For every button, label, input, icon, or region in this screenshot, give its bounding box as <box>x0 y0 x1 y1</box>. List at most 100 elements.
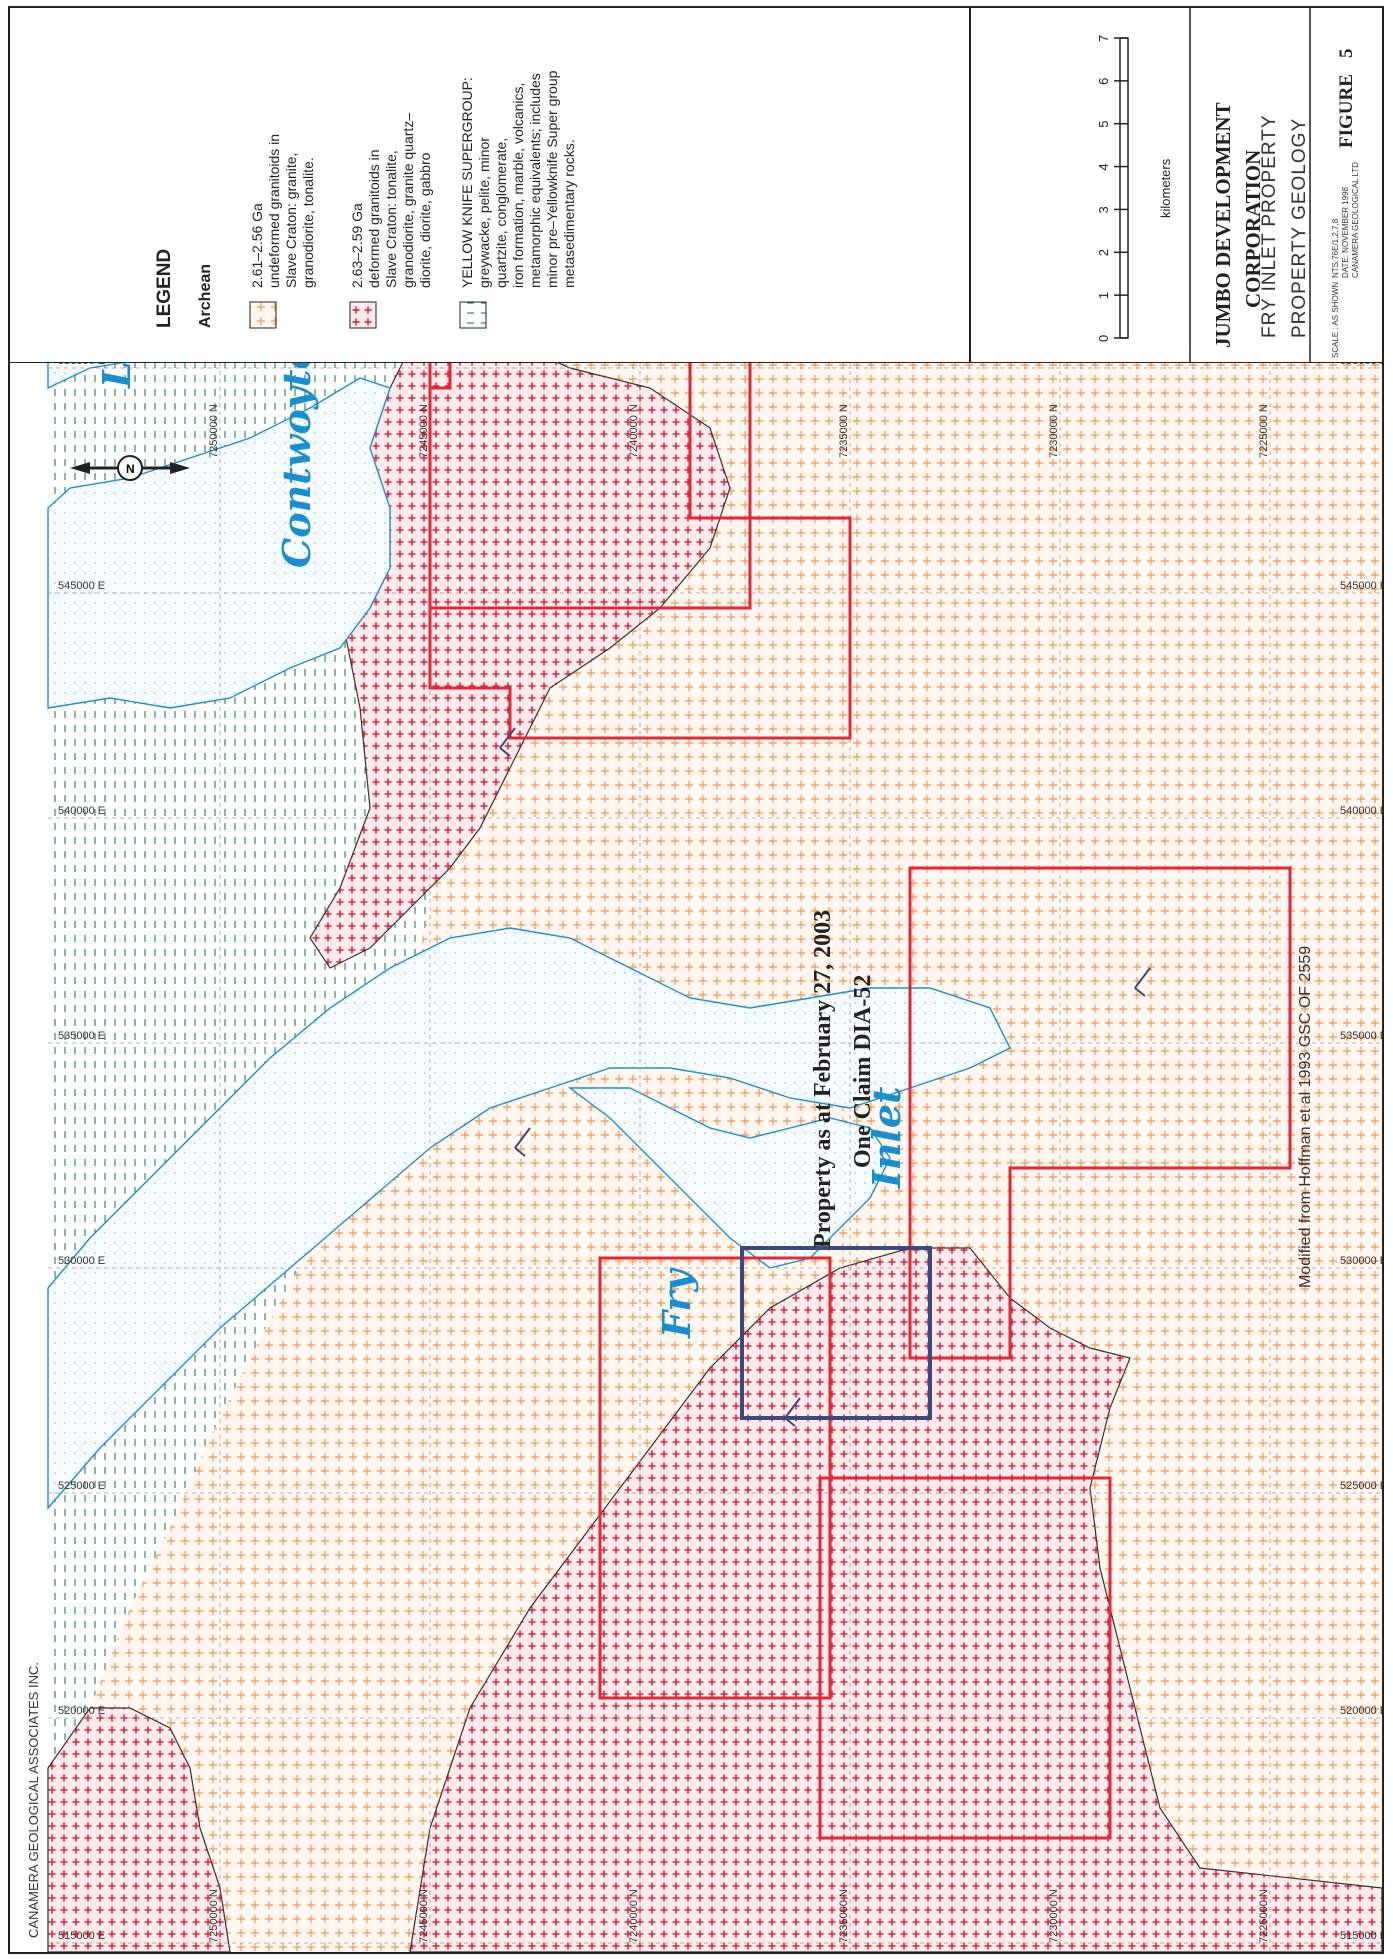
inlet-name-2: Inlet <box>864 1086 909 1189</box>
dip-symbol-4 <box>514 1127 531 1157</box>
northing-label-bottom: 7225000 N <box>1258 1889 1270 1943</box>
legend-line: YELLOW KNIFE SUPERGROUP: <box>459 77 475 288</box>
legend-title: LEGEND <box>154 249 175 328</box>
legend-line: diorite, diorite, gabbro <box>417 152 433 288</box>
easting-label-bottom: 545000 E <box>1340 580 1382 592</box>
company-name-2: CORPORATION <box>1241 150 1265 308</box>
easting-label-top: 525000 E <box>58 1480 105 1492</box>
scale-note: SCALE : AS SHOWN <box>1331 282 1340 358</box>
dip-symbol-3 <box>784 1397 801 1427</box>
dip-symbols <box>499 727 1151 1427</box>
credit-group: Modified from Hoffman et al 1993 GSC OF … <box>1297 946 1314 1288</box>
northing-label-bottom: 7250000 N <box>208 1889 220 1943</box>
project-name: FRY INLET PROPERTY <box>1259 114 1280 338</box>
inlet-label-group: Fry Inlet <box>654 1086 909 1339</box>
title-block-footer: SCALE : AS SHOWN NTS:76E/1,2,7,8 DATE: N… <box>1331 49 1360 359</box>
firm-note: CANAMERA GEOLOGICAL LTD <box>1351 162 1360 278</box>
legend-unit-supergroup: YELLOW KNIFE SUPERGROUP:greywacke, pelit… <box>459 70 577 288</box>
figure-number: 5 <box>1336 49 1357 59</box>
deformed-granitoid-corner <box>47 1707 231 1952</box>
northing-label-top: 7245000 N <box>418 404 430 458</box>
fry-inlet-water <box>47 927 1011 1510</box>
legend-line: greywacke, pelite, minor <box>476 137 492 288</box>
easting-label-top: 530000 E <box>58 1255 105 1267</box>
property-label-group: Property as at February 27, 2003 One Cla… <box>810 910 876 1248</box>
title-block-company: JUMBO DEVELOPMENT CORPORATION <box>1211 102 1265 348</box>
dip-symbol-2 <box>1134 967 1151 997</box>
property-label-2: One Claim DIA-52 <box>850 975 876 1168</box>
lake-name-1: Contwoyto <box>274 344 319 568</box>
figure-label: FIGURE <box>1336 74 1357 148</box>
legend-line: iron formation, marble, volcanics, <box>510 83 526 288</box>
legend-line: granodiorite, granite quartz– <box>400 113 416 288</box>
inlet-name-1: Fry <box>654 1267 699 1339</box>
legend-line: quartzite, conglomerate, <box>493 138 509 288</box>
legend-line: 2.61–2.56 Ga <box>249 203 265 288</box>
legend-swatch-deformed <box>349 301 377 329</box>
svg-text:N: N <box>126 462 135 476</box>
northing-label-top: 7250000 N <box>208 404 220 458</box>
legend-line: undeformed granitoids in <box>266 134 282 288</box>
edge-credit-group: CANAMERA GEOLOGICAL ASSOCIATES INC. <box>26 1662 41 1938</box>
legend-line: Slave Craton: granite, <box>283 153 299 288</box>
claim-block-south-west <box>598 1256 832 1700</box>
claim-block-north <box>428 286 852 740</box>
title-block-project: FRY INLET PROPERTY PROPERTY GEOLOGY <box>1259 114 1310 338</box>
claim-block-south-east <box>818 1476 1112 1840</box>
easting-label-bottom: 525000 E <box>1340 1480 1382 1492</box>
legend-line: Slave Craton: tonalite, <box>383 150 399 288</box>
scale-unit: kilometers <box>1158 158 1173 218</box>
nts-note: NTS:76E/1,2,7,8 <box>1331 218 1340 278</box>
northing-label-bottom: 7245000 N <box>418 1889 430 1943</box>
easting-label-top: 535000 E <box>58 1030 105 1042</box>
northing-label-top: 7240000 N <box>628 404 640 458</box>
legend-line: deformed granitoids in <box>366 149 382 288</box>
northing-label-bottom: 7240000 N <box>628 1889 640 1943</box>
scale-tick-label: 6 <box>1096 78 1111 85</box>
northing-label-top: 7235000 N <box>838 404 850 458</box>
legend-line: metasedimentary rocks. <box>561 139 577 288</box>
legend-line: granodiorite, tonalite. <box>300 157 316 288</box>
deformed-granitoid-bottom <box>409 1247 1382 1952</box>
dip-symbol-1 <box>499 727 516 757</box>
scale-tick-label: 7 <box>1096 35 1111 42</box>
scale-tick-label: 1 <box>1096 292 1111 299</box>
legend-swatch-supergroup <box>459 301 487 329</box>
project-subtitle: PROPERTY GEOLOGY <box>1289 118 1310 338</box>
easting-label-top: 545000 E <box>58 580 105 592</box>
property-label-1: Property as at February 27, 2003 <box>810 910 836 1248</box>
easting-label-bottom: 535000 E <box>1340 1030 1382 1042</box>
easting-label-bottom: 520000 E <box>1340 1705 1382 1717</box>
easting-label-bottom: 540000 E <box>1340 805 1382 817</box>
scale-tick-label: 2 <box>1096 249 1111 256</box>
company-name-1: JUMBO DEVELOPMENT <box>1211 102 1235 348</box>
claim-block-mid <box>908 866 1292 1360</box>
legend-line: 2.63–2.59 Ga <box>349 203 365 288</box>
northing-labels: 7250000 N 7245000 N 7240000 N 7235000 N 7230… <box>208 404 1270 1943</box>
legend-swatch-undeformed <box>249 301 277 329</box>
northing-label-bottom: 7235000 N <box>838 1889 850 1943</box>
edge-credit: CANAMERA GEOLOGICAL ASSOCIATES INC. <box>26 1662 41 1938</box>
easting-label-bottom: 515000 E <box>1340 1930 1382 1942</box>
legend-line: metamorphic equivalents; includes <box>527 73 543 288</box>
map-sheet: Contwoyto Lake Fry Inlet Property as at … <box>8 6 1384 1954</box>
utm-grid <box>48 363 1382 1952</box>
date-note: DATE: NOVEMBER 1998 <box>1341 186 1350 278</box>
northing-label-top: 7230000 N <box>1048 404 1060 458</box>
easting-label-top: 515000 E <box>58 1930 105 1942</box>
claim-dia-52 <box>740 1246 932 1420</box>
north-arrow: N <box>70 455 190 481</box>
scale-tick-label: 3 <box>1096 206 1111 213</box>
easting-label-top: 540000 E <box>58 805 105 817</box>
scale-tick-label: 4 <box>1096 163 1111 170</box>
scale-tick-label: 0 <box>1096 335 1111 342</box>
credit-text: Modified from Hoffman et al 1993 GSC OF … <box>1297 946 1314 1288</box>
easting-label-bottom: 530000 E <box>1340 1255 1382 1267</box>
legend-line: minor pre–Yellowknife Super group <box>544 70 560 288</box>
